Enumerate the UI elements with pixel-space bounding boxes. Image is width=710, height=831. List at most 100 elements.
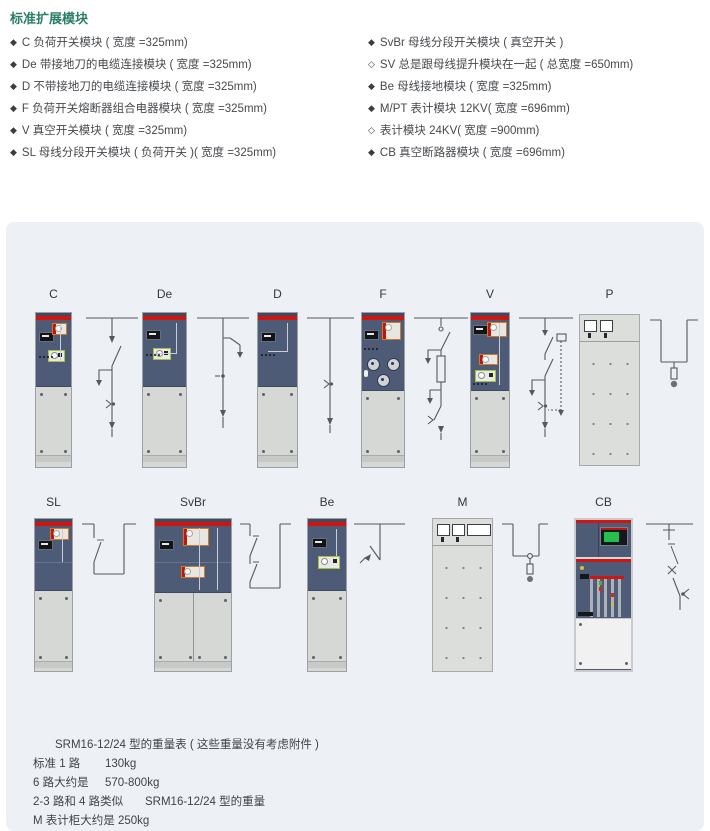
list-item-text: D 不带接地刀的电缆连接模块 ( 宽度 =325mm) — [21, 81, 257, 93]
fuse-cap-icon — [367, 358, 380, 371]
schematic-f-icon — [414, 317, 468, 440]
weight-row-label: 6 路大约是 — [33, 777, 89, 789]
red-stripe — [143, 316, 186, 320]
conductor-line — [199, 528, 200, 590]
diamond-bullet-icon: ◆ — [10, 59, 17, 69]
cabinet-front-d — [257, 312, 298, 468]
module-label-cb: CB — [595, 495, 612, 509]
list-item-text: F 负荷开关熔断器组合电器模块 ( 宽度 =325mm) — [21, 103, 267, 115]
operation-indicator-icon — [318, 556, 340, 569]
knob-row — [364, 348, 378, 350]
cabinet-top-strip — [36, 313, 71, 316]
interlock-window-icon — [382, 322, 401, 340]
red-stripe — [308, 522, 346, 526]
cabinet-door — [362, 391, 404, 462]
list-item-text: CB 真空断路器模块 ( 宽度 =696mm) — [379, 147, 565, 159]
list-item: ◆SL 母线分段开关模块 ( 负荷开关 )( 宽度 =325mm) — [10, 141, 276, 163]
knob-row — [39, 356, 53, 358]
cabinet-door — [308, 591, 346, 668]
list-item: ◇ 表计模块 24KV( 宽度 =900mm) — [368, 119, 633, 141]
cb-top-section — [576, 523, 631, 557]
cabinet-control-section — [143, 320, 186, 387]
protection-relay-display-icon — [600, 527, 628, 546]
weight-row: 6 路大约是 570-800kg — [33, 774, 319, 793]
module-diagram-panel: C De — [6, 222, 704, 831]
meter-section — [580, 315, 639, 342]
module-label-v: V — [485, 287, 494, 301]
nameplate-icon — [578, 612, 593, 616]
panel-seam — [598, 523, 599, 557]
bullet-list-left: ◆C 负荷开关模块 ( 宽度 =325mm) ◆De 带接地刀的电缆连接模块 (… — [10, 31, 276, 163]
schematic-m-icon — [502, 523, 548, 582]
cabinet-front-be — [307, 518, 347, 672]
cabinet-front-sl — [34, 518, 73, 672]
weight-row-label: 2-3 路和 4 路类似 — [33, 796, 124, 808]
weight-row-label: 标准 1 路 — [33, 758, 81, 770]
cabinet-door — [433, 545, 492, 671]
interlock-window-icon — [479, 354, 498, 365]
page-title: 标准扩展模块 — [10, 11, 89, 26]
cabinet-door — [35, 591, 72, 668]
list-item: ◇SV 总是跟母线提升模块在一起 ( 总宽度 =650mm) — [368, 53, 633, 75]
cabinet-front-p — [579, 314, 640, 466]
control-display-icon — [364, 330, 379, 340]
bullet-list-right: ◆SvBr 母线分段开关模块 ( 真空开关 ) ◇SV 总是跟母线提升模块在一起… — [368, 31, 633, 163]
list-item: ◆C 负荷开关模块 ( 宽度 =325mm) — [10, 31, 276, 53]
cabinet-door — [143, 387, 186, 462]
list-item-text: C 负荷开关模块 ( 宽度 =325mm) — [21, 37, 188, 49]
schematic-d-icon — [307, 317, 354, 433]
list-item-text: De 带接地刀的电缆连接模块 ( 宽度 =325mm) — [21, 59, 252, 71]
cabinet-control-section — [35, 526, 72, 591]
conductor-line — [217, 528, 218, 590]
red-stripe — [576, 559, 631, 562]
schematic-cb-icon — [646, 523, 693, 610]
list-item-text: V 真空开关模块 ( 宽度 =325mm) — [21, 125, 188, 137]
diamond-hollow-bullet-icon: ◇ — [368, 125, 375, 135]
cabinet-door — [580, 341, 639, 465]
control-display-icon — [159, 540, 174, 550]
panel-seam — [35, 562, 72, 563]
control-display-icon — [312, 538, 327, 548]
cabinet-front-m — [432, 518, 493, 672]
cabinet-control-section — [362, 320, 404, 391]
cabinet-front-c — [35, 312, 72, 468]
diamond-bullet-icon: ◆ — [368, 147, 375, 157]
conductor-line — [62, 529, 63, 562]
schematic-svbr-icon — [240, 523, 291, 589]
indicator-lamp-icon — [364, 370, 368, 377]
module-label-m: M — [457, 495, 468, 509]
list-item: ◆ D 不带接地刀的电缆连接模块 ( 宽度 =325mm) — [10, 75, 276, 97]
red-stripe — [576, 520, 631, 523]
fuse-cap-icon — [377, 374, 390, 387]
cb-mechanism-section — [576, 562, 631, 618]
conductor-line — [336, 529, 337, 556]
diamond-bullet-icon: ◆ — [10, 125, 17, 135]
red-stripe — [35, 522, 72, 526]
interlock-window-icon — [183, 528, 209, 546]
nameplate-icon — [580, 574, 589, 579]
cabinet-door — [36, 387, 71, 462]
interlock-window-icon — [52, 323, 67, 335]
red-stripe — [258, 316, 297, 320]
control-display-icon — [38, 540, 53, 550]
list-item: ◆ De 带接地刀的电缆连接模块 ( 宽度 =325mm) — [10, 53, 276, 75]
diamond-bullet-icon: ◆ — [10, 81, 17, 91]
list-item: ◆Be 母线接地模块 ( 宽度 =325mm) — [368, 75, 633, 97]
cabinet-control-section — [36, 320, 71, 387]
module-label-svbr: SvBr — [179, 495, 206, 509]
interlock-window-icon — [181, 566, 205, 578]
diamond-bullet-icon: ◆ — [10, 103, 17, 113]
cabinet-front-v — [470, 312, 510, 468]
control-display-icon — [261, 332, 276, 342]
list-item-text: SV 总是跟母线提升模块在一起 ( 总宽度 =650mm) — [379, 59, 634, 71]
weight-table: SRM16-12/24 型的重量表 ( 这些重量没有考虑附件 ) 标准 1 路 … — [33, 736, 319, 831]
weight-row-value: SRM16-12/24 型的重量 — [145, 796, 266, 808]
conductor-line — [499, 323, 500, 385]
list-item-text: 表计模块 24KV( 宽度 =900mm) — [379, 125, 540, 137]
diamond-bullet-icon: ◆ — [10, 147, 17, 157]
interlock-window-icon — [487, 322, 507, 337]
list-item-text: SvBr 母线分段开关模块 ( 真空开关 ) — [379, 37, 564, 49]
control-display-icon — [473, 325, 488, 335]
module-label-f: F — [379, 287, 387, 301]
